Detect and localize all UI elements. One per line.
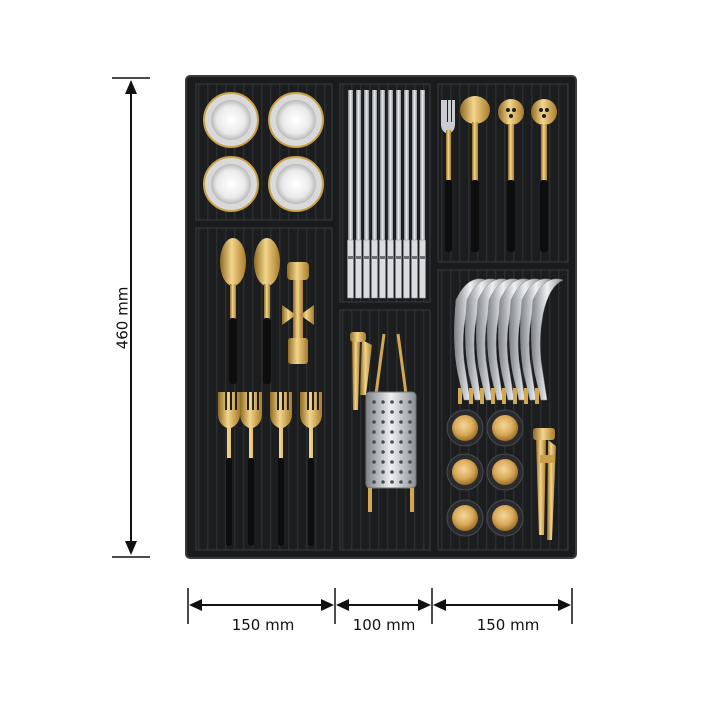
slotted-spoon <box>531 99 557 252</box>
knife <box>355 90 362 299</box>
fork <box>240 392 262 546</box>
nutcracker <box>533 428 556 540</box>
cups <box>203 92 324 212</box>
slotted-spoon <box>498 99 524 252</box>
knife <box>347 90 354 299</box>
steel-fork <box>476 278 509 404</box>
corkscrew <box>282 262 314 364</box>
width-label-left: 150 mm <box>232 616 295 634</box>
fork <box>218 392 240 546</box>
steel-fork <box>454 278 487 404</box>
knife <box>371 90 378 299</box>
knives <box>347 90 426 299</box>
knife <box>403 90 410 299</box>
steel-forks <box>454 278 564 404</box>
spoons <box>220 238 280 384</box>
spice-jars <box>446 409 524 537</box>
steel-fork <box>509 278 542 404</box>
width-label-middle: 100 mm <box>353 616 416 634</box>
steel-fork <box>520 278 553 404</box>
forks-left <box>218 392 322 546</box>
steel-fork <box>498 278 531 404</box>
knife <box>379 90 386 299</box>
height-label: 460 mm <box>114 287 132 350</box>
height-dimension: 460 mm <box>112 77 150 558</box>
garlic-press <box>350 332 372 410</box>
fork <box>270 392 292 546</box>
knife <box>395 90 402 299</box>
width-label-right: 150 mm <box>477 616 540 634</box>
serving-fork <box>441 100 455 252</box>
knife <box>411 90 418 299</box>
grater <box>365 333 417 512</box>
spoon <box>220 238 246 286</box>
steel-fork <box>487 278 520 404</box>
ladle <box>460 96 490 252</box>
knife <box>419 90 426 299</box>
steel-fork <box>465 278 498 404</box>
width-dimension: 150 mm 100 mm 150 mm <box>187 588 573 634</box>
fork <box>300 392 322 546</box>
knife <box>363 90 370 299</box>
knife <box>387 90 394 299</box>
steel-fork <box>531 278 564 404</box>
spoon <box>254 238 280 286</box>
